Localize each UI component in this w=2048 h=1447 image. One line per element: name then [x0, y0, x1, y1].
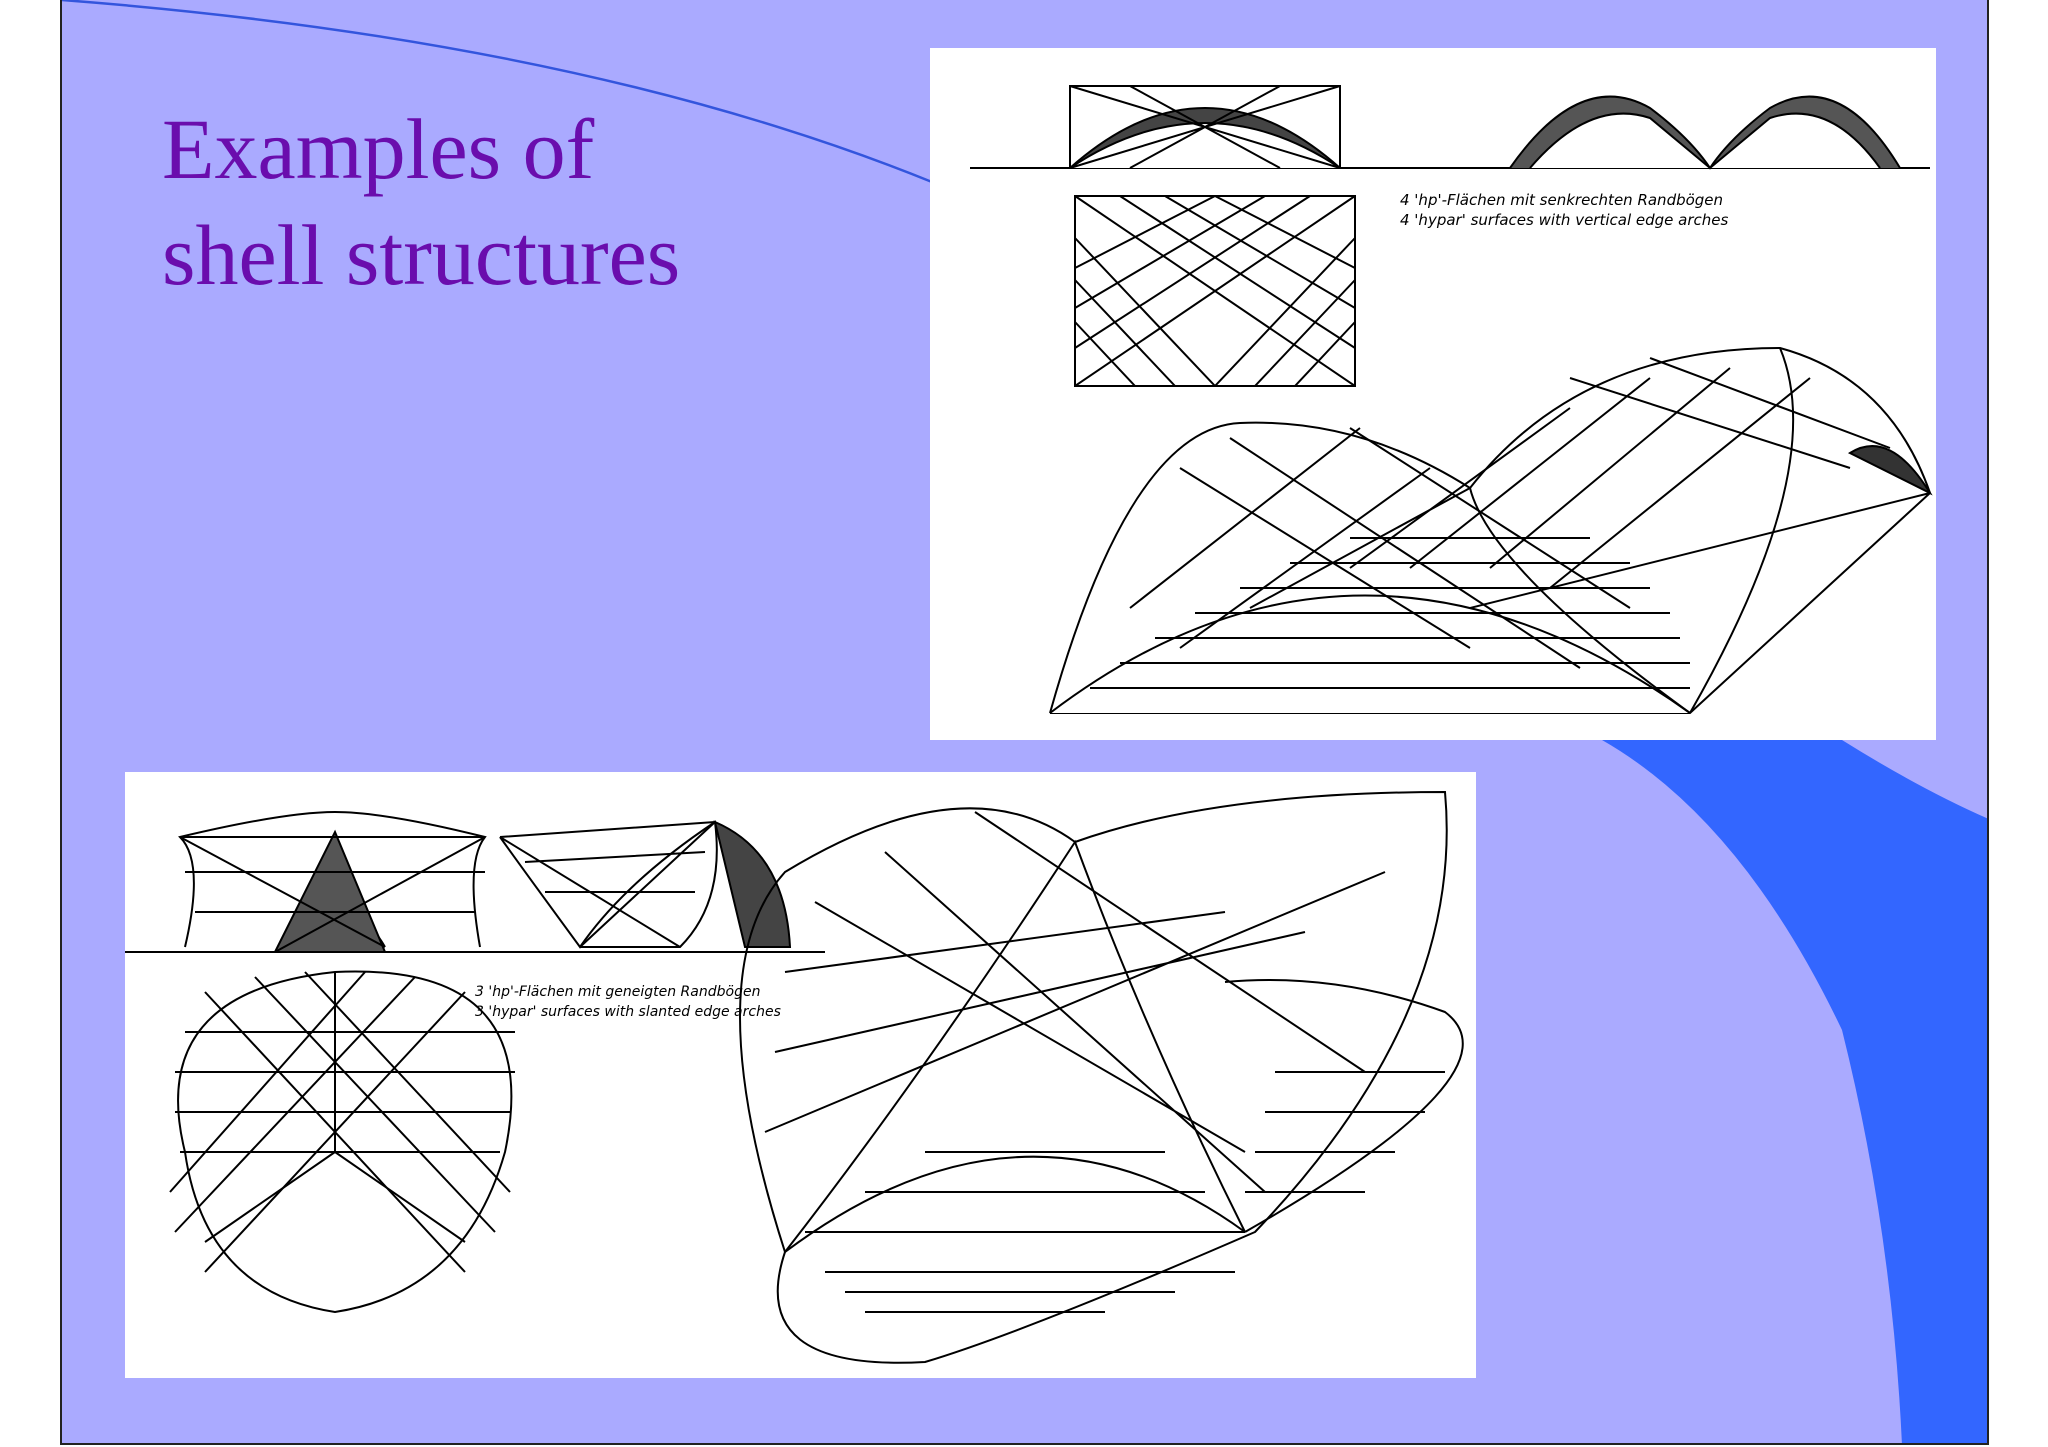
elevation-slanted-arches-front: [178, 810, 487, 953]
figure-top-caption-de: 4 'hp'-Flächen mit senkrechten Randbögen: [1400, 191, 1724, 209]
elevation-vertical-arches: [1069, 85, 1341, 169]
figure-top-caption: 4 'hp'-Flächen mit senkrechten Randbögen…: [1400, 190, 1728, 230]
plan-grid: [169, 970, 515, 1314]
figure-bottom-caption-de: 3 'hp'-Flächen mit geneigten Randbögen: [475, 984, 761, 1000]
slide: Examples of shell structures: [60, 0, 1989, 1445]
figure-bottom: 3 'hp'-Flächen mit geneigten Randbögen 3…: [125, 772, 1476, 1378]
figure-bottom-drawing: [125, 790, 1464, 1364]
perspective-shell: [739, 790, 1464, 1364]
slide-title: Examples of shell structures: [162, 96, 680, 308]
figure-bottom-caption: 3 'hp'-Flächen mit geneigten Randbögen 3…: [475, 982, 781, 1022]
plan-grid: [1074, 195, 1356, 387]
elevation-side-arches: [1509, 95, 1901, 170]
accent-blue-shape: [1602, 740, 1987, 1443]
perspective-shell: [1049, 346, 1933, 714]
accent-curve-line: [62, 0, 933, 184]
title-line-1: Examples of: [162, 101, 595, 197]
elevation-slanted-arches-side: [499, 820, 792, 949]
figure-top: 4 'hp'-Flächen mit senkrechten Randbögen…: [930, 48, 1936, 740]
slide-decoration: [62, 0, 1987, 1443]
figure-top-drawing: [970, 85, 1933, 714]
title-line-2: shell structures: [162, 207, 681, 303]
figure-bottom-caption-en: 3 'hypar' surfaces with slanted edge arc…: [475, 1004, 781, 1020]
figure-top-caption-en: 4 'hypar' surfaces with vertical edge ar…: [1400, 211, 1729, 229]
